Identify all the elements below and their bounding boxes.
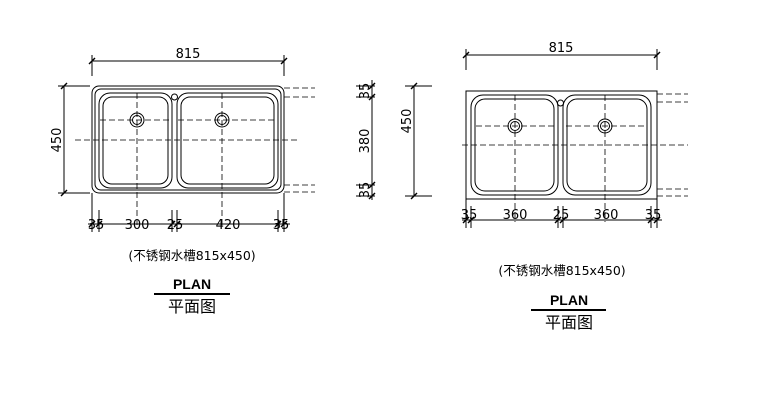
dimension-tick [467,216,475,224]
right-dim-4: 360 [594,208,619,223]
left-caption: (不锈钢水槽815x450) [128,248,255,263]
dimension-tick [280,220,288,228]
dimension-tick [60,82,68,90]
dimension-tick [173,220,181,228]
left-sink-bowl-2 [176,92,279,189]
left-sink-bowl-1-inner [102,96,169,185]
middle-overall-depth: 450 [400,109,415,134]
dimension-tick [653,51,661,59]
left-dim-2: 300 [125,218,150,233]
dimension-tick [653,216,661,224]
dimension-tick [168,220,176,228]
right-dim-1: 35 [461,208,478,223]
right-dim-5: 35 [645,208,662,223]
left-faucet-hole-icon [171,93,178,101]
right-dim-2: 360 [503,208,528,223]
dimension-tick [410,82,418,90]
left-plan-label-zh: 平面图 [168,297,216,316]
dimension-tick [462,51,470,59]
right-plan-label-zh: 平面图 [545,313,593,332]
left-plan-label: PLAN [173,276,211,292]
dimension-tick [554,216,562,224]
right-caption: (不锈钢水槽815x450) [498,263,625,278]
left-sink-plan: 815 450 [50,47,315,316]
dimension-tick [410,192,418,200]
middle-depth-dimensions: 35 380 35 450 [356,80,432,200]
dimension-ticks [60,51,661,228]
middle-dim-top: 35 [358,83,373,100]
dimension-tick [60,189,68,197]
right-sink-plan: 815 35 360 25 [461,41,688,332]
dimension-tick [368,82,376,90]
dimension-tick [95,220,103,228]
left-sink-inner-rim [94,88,282,191]
middle-dim-bottom: 35 [358,182,373,199]
left-dim-5: 35 [273,218,290,233]
right-faucet-hole-icon [557,99,564,107]
left-sink-outer-rim [91,85,285,194]
left-dim-4: 420 [216,218,241,233]
dimension-tick [647,216,655,224]
dimension-tick [559,216,567,224]
right-width-label: 815 [549,41,574,56]
right-sink-bowl-1-inner [474,98,555,192]
left-width-label: 815 [176,47,201,62]
left-dim-1: 35 [88,218,105,233]
left-depth-label: 450 [50,128,65,153]
dimension-tick [274,220,282,228]
dimension-tick [368,181,376,189]
dimension-tick [462,216,470,224]
middle-dim-center: 380 [358,129,373,154]
dimension-tick [88,220,96,228]
right-dim-3: 25 [553,208,570,223]
right-plan-label: PLAN [550,292,588,308]
dimension-tick [368,93,376,101]
dimension-tick [368,192,376,200]
dimension-tick [280,57,288,65]
left-sink-bowl-2-inner [180,96,275,185]
left-sink-bowl-1 [98,92,173,189]
dimension-tick [88,57,96,65]
